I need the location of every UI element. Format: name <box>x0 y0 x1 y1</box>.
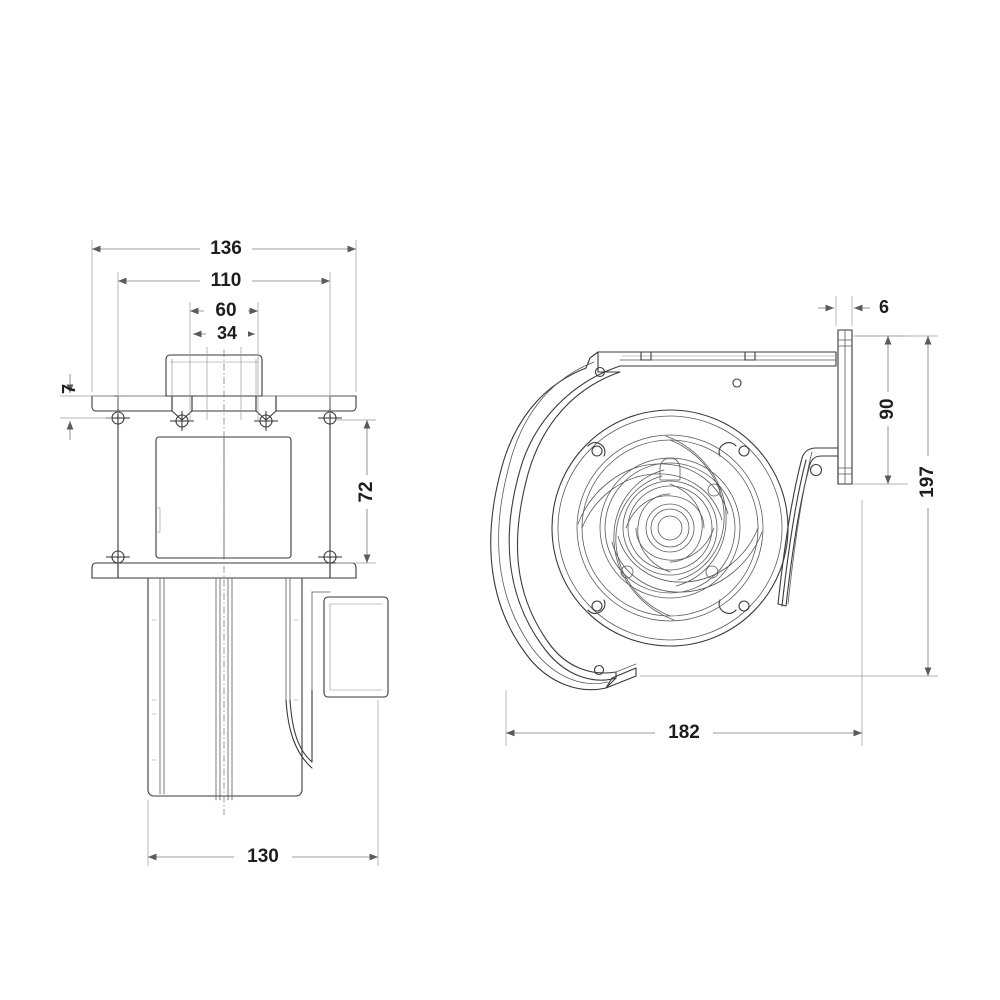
motor-housing-front <box>155 436 292 559</box>
bracket-hole <box>809 463 823 477</box>
dim-label-110: 110 <box>211 270 242 291</box>
housing-hole-top-mid <box>732 378 742 388</box>
side-view-group: 6 90 197 182 <box>490 296 943 746</box>
flange-hole-top-mid-right <box>254 411 278 431</box>
dim-90: 90 <box>875 336 901 484</box>
guard-hole-1 <box>707 483 721 497</box>
scroll-housing <box>490 351 837 691</box>
plate-hole-br <box>738 600 750 612</box>
dim-label-60: 60 <box>215 300 236 321</box>
dim-130: 130 <box>148 844 378 870</box>
plate-hole-tr <box>738 445 750 457</box>
impeller-guard <box>576 434 764 622</box>
dim-label-182: 182 <box>668 722 700 743</box>
support-bracket-lower <box>777 447 839 607</box>
dim-label-197: 197 <box>917 466 938 498</box>
dim-label-72: 72 <box>356 481 377 502</box>
dim-136: 136 <box>92 236 356 262</box>
dim-197: 197 <box>913 336 943 676</box>
guard-hole-2 <box>705 565 719 579</box>
dim-34: 34 <box>193 322 255 347</box>
side-view-extension-lines <box>505 296 938 746</box>
flange-hole-bottom-right <box>318 547 342 567</box>
dim-label-34: 34 <box>217 323 237 343</box>
dim-label-130: 130 <box>247 846 279 867</box>
dim-110: 110 <box>118 268 330 294</box>
mount-flange-right <box>837 329 853 485</box>
dim-label-7: 7 <box>59 384 79 394</box>
dim-60: 60 <box>190 298 258 324</box>
housing-bottom-rim <box>605 663 637 689</box>
dim-label-136: 136 <box>210 238 242 259</box>
dim-label-6: 6 <box>879 297 889 317</box>
inlet-collar <box>165 354 263 397</box>
blower-body-front <box>147 577 313 801</box>
plate-hole-bl <box>591 600 603 612</box>
housing-hole-top-left <box>594 366 606 378</box>
dim-6: 6 <box>818 297 889 317</box>
dim-182: 182 <box>506 720 862 746</box>
motor-back-plate <box>551 409 789 647</box>
dim-72: 72 <box>354 420 380 563</box>
flange-hole-bottom-left <box>106 547 130 567</box>
terminal-box-front <box>311 591 389 698</box>
flange-hole-top-mid-left <box>170 411 194 431</box>
top-panel-rivets <box>640 351 756 361</box>
plate-hole-tl <box>591 445 603 457</box>
dim-7: 7 <box>59 374 79 440</box>
dim-label-90: 90 <box>877 398 898 419</box>
housing-hole-bottom-left <box>593 664 605 676</box>
guard-hole-3 <box>620 565 634 579</box>
front-view-group: 136 110 60 34 7 <box>59 236 389 870</box>
